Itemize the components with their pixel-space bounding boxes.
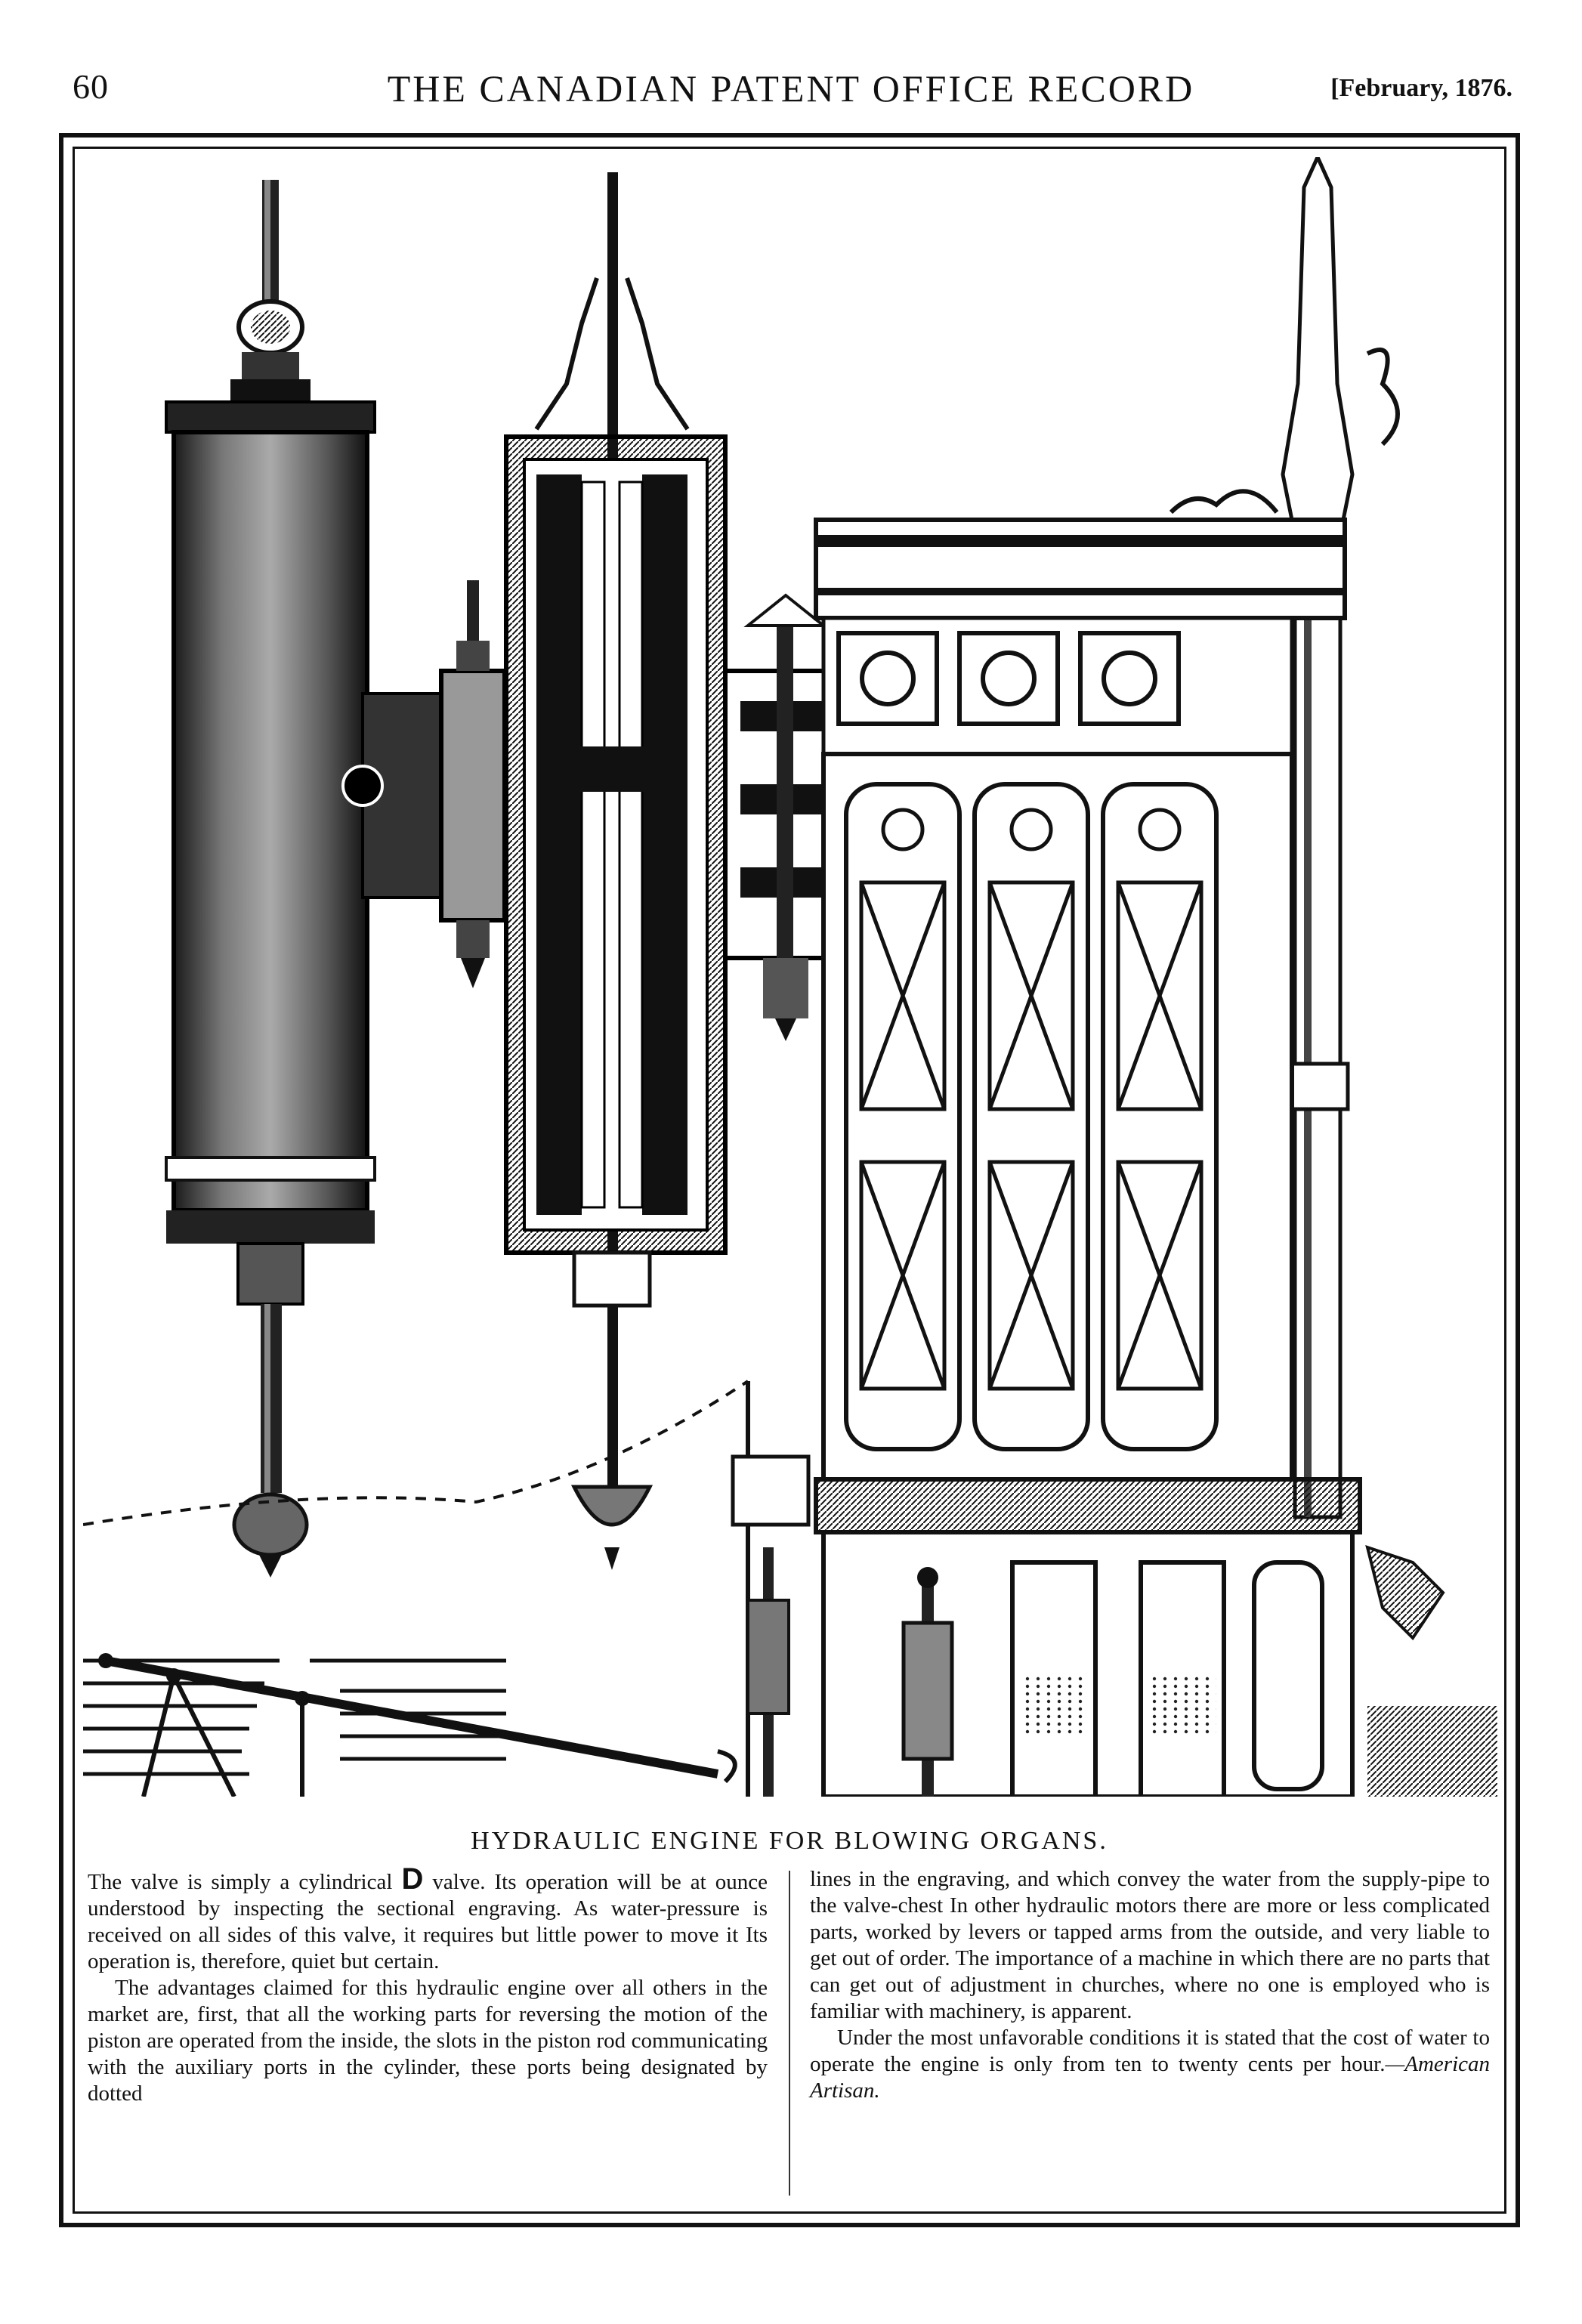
page-header: 60 THE CANADIAN PATENT OFFICE RECORD [Fe… [0, 66, 1582, 119]
article-paragraph: The valve is simply a cylindrical D valv… [88, 1862, 768, 1973]
d-valve-letter: D [401, 1862, 424, 1896]
source-attribution: —American Artisan. [810, 2052, 1490, 2103]
page-number: 60 [73, 67, 109, 106]
article-paragraph: Under the most unfavorable conditions it… [810, 2026, 1490, 2103]
bellows-linkage-view [83, 1638, 737, 1797]
engraving-hydraulic-engine [83, 157, 1497, 1797]
article-left-column: The valve is simply a cylindrical D valv… [88, 1862, 768, 2107]
engine-exterior-view [165, 180, 507, 1578]
dashed-outline [83, 1380, 749, 1526]
journal-title: THE CANADIAN PATENT OFFICE RECORD [387, 67, 1195, 110]
engine-sectional-view [504, 172, 848, 1570]
page-frame-outer [59, 133, 1520, 2227]
page-frame-inner [73, 147, 1506, 2214]
issue-date: [February, 1876. [1330, 74, 1512, 102]
organ-case-view [731, 157, 1497, 1797]
column-divider [789, 1871, 790, 2196]
article-paragraph: lines in the engraving, and which convey… [810, 1867, 1490, 2023]
article-body: The valve is simply a cylindrical D valv… [88, 1862, 1490, 2206]
article-right-column: lines in the engraving, and which convey… [810, 1866, 1490, 2104]
illustration-caption: HYDRAULIC ENGINE FOR BLOWING ORGANS. [471, 1827, 1108, 1855]
article-paragraph: The advantages claimed for this hydrauli… [88, 1976, 768, 2106]
